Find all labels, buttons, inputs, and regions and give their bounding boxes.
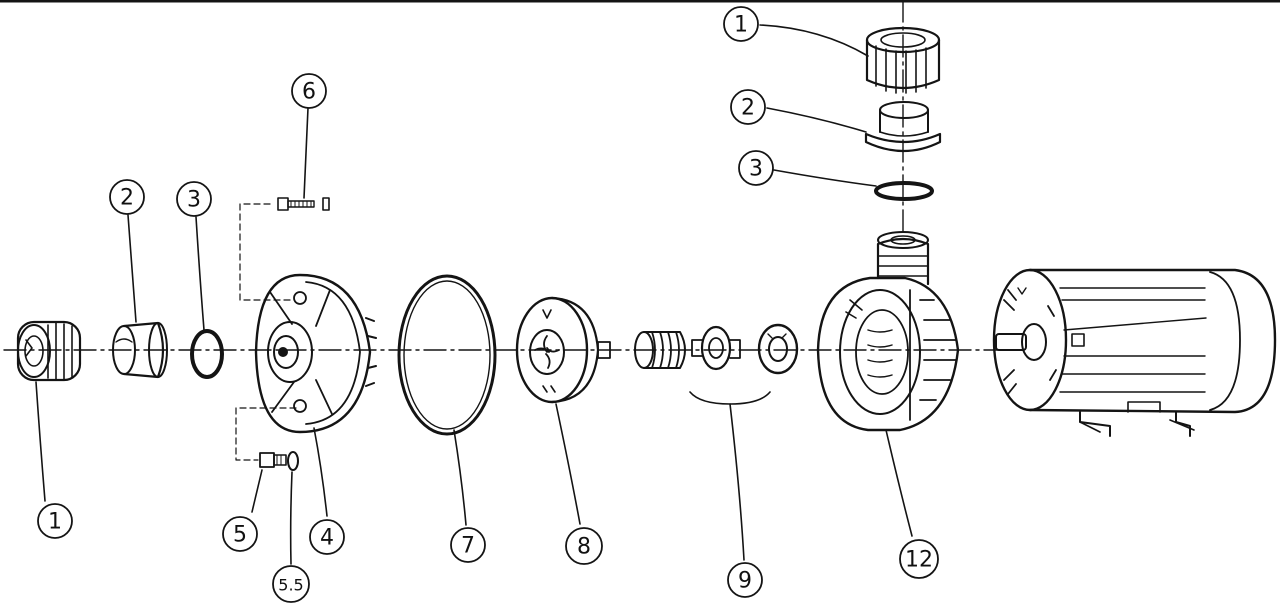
callout-label: 8 <box>577 535 591 560</box>
drain-dashed-leader <box>235 407 297 461</box>
callout-label: 4 <box>320 526 334 551</box>
callout-c-7: 7 <box>450 527 486 563</box>
shaft-seal-spring <box>634 331 686 369</box>
top-union-nut <box>865 26 941 94</box>
seal-plate <box>254 273 377 434</box>
leader-lines <box>35 24 913 565</box>
drain-plug-gasket <box>287 451 299 471</box>
callout-c-4: 4 <box>309 519 345 555</box>
callout-c-5: 5 <box>222 516 258 552</box>
impeller <box>515 296 611 404</box>
callout-c-2-left: 2 <box>109 179 145 215</box>
callout-c-55: 5.5 <box>272 565 310 603</box>
callout-label: 7 <box>461 534 475 559</box>
callout-label: 5.5 <box>278 576 303 595</box>
top-o-ring <box>874 181 934 201</box>
shaft-seal-bracket <box>689 391 771 405</box>
left-o-ring <box>190 329 224 379</box>
callout-label: 2 <box>120 186 134 211</box>
callout-label: 3 <box>749 157 763 182</box>
callout-c-3-top: 3 <box>738 150 774 186</box>
callout-label: 1 <box>734 13 748 38</box>
left-union-nut <box>16 320 82 382</box>
callout-label: 9 <box>738 569 752 594</box>
drain-plug <box>259 452 287 468</box>
shaft-seal-seat <box>757 323 799 375</box>
electric-motor <box>992 268 1277 437</box>
callout-label: 5 <box>233 523 247 548</box>
housing-gasket <box>397 274 497 436</box>
left-union-tailpiece <box>112 321 168 379</box>
callout-c-8: 8 <box>565 527 603 565</box>
callout-label: 1 <box>48 510 62 535</box>
pump-housing <box>816 231 960 432</box>
callout-c-2-top: 2 <box>730 89 766 125</box>
bolt-dashed-leader <box>239 203 291 301</box>
callout-c-3-left: 3 <box>176 181 212 217</box>
callout-label: 12 <box>905 548 933 573</box>
bolt-set <box>277 197 330 211</box>
callout-c-1-left: 1 <box>37 503 73 539</box>
callout-c-1-top: 1 <box>723 6 759 42</box>
callout-c-6: 6 <box>291 73 327 109</box>
callout-label: 2 <box>741 96 755 121</box>
callout-label: 6 <box>302 80 316 105</box>
top-union-tailpiece <box>864 101 942 152</box>
shaft-seal-ring <box>691 325 741 371</box>
callout-label: 3 <box>187 188 201 213</box>
callout-c-9: 9 <box>727 562 763 598</box>
callout-c-12: 12 <box>899 539 939 579</box>
